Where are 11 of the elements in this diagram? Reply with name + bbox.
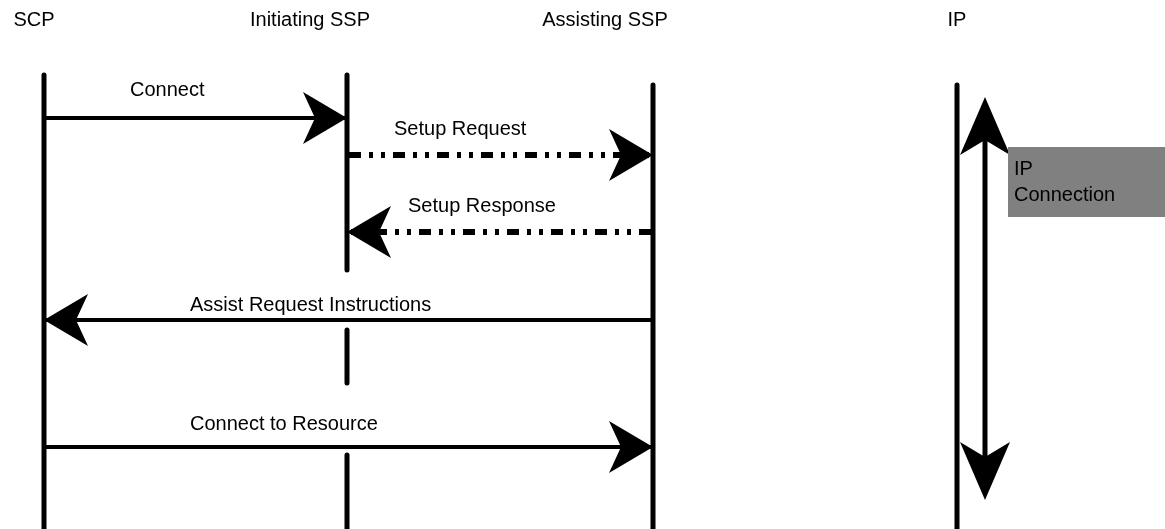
- arrow: [46, 92, 347, 144]
- note-box: IP Connection: [1008, 147, 1165, 217]
- message-label: Assist Request Instructions: [188, 293, 434, 315]
- lifeline-heading: IP: [946, 8, 968, 31]
- lifeline-heading: Initiating SSP: [248, 8, 372, 31]
- arrow: [347, 206, 651, 258]
- lifeline-heading: SCP: [12, 8, 56, 31]
- arrow: [349, 129, 653, 181]
- arrow: [44, 294, 651, 346]
- lifeline-heading: Assisting SSP: [541, 8, 669, 31]
- arrow: [46, 421, 653, 473]
